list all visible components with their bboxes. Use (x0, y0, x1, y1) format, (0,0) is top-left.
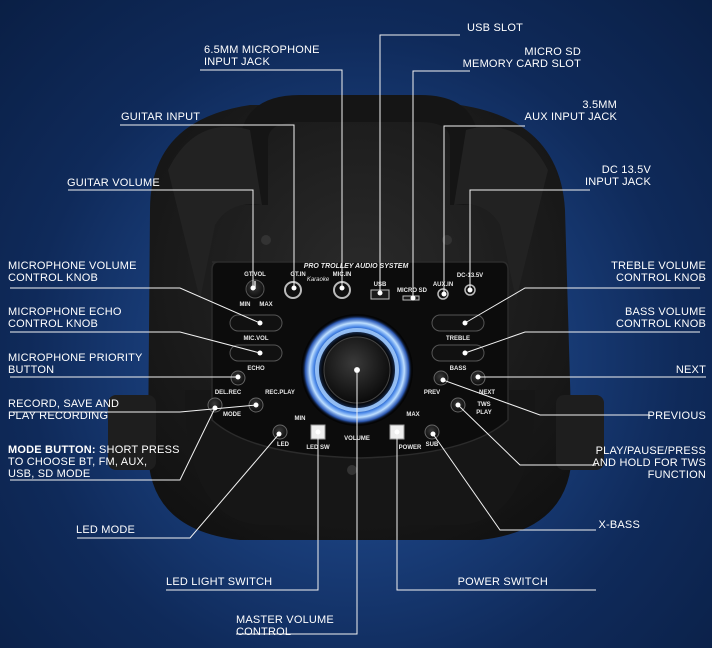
previous-button[interactable] (433, 370, 449, 386)
left-wheel-housing (108, 395, 156, 470)
mic-vol-label: MIC.VOL (244, 336, 269, 342)
prev-label: PREV (424, 390, 440, 396)
gt-in-label: GT.IN (290, 272, 305, 278)
screw (261, 235, 271, 245)
karaoke-label: Karaoke (307, 277, 330, 283)
tws-label: TWS (477, 402, 490, 408)
play-label: PLAY (476, 410, 491, 416)
power-label: POWER (399, 445, 422, 451)
gt-vol-label: GT.VOL (244, 272, 266, 278)
callout-guitar-volume: GUITAR VOLUME (67, 177, 160, 189)
led-label: LED (277, 442, 290, 448)
callout-usb-slot: USB SLOT (467, 22, 524, 34)
right-wheel-housing (556, 395, 604, 470)
treble-knob[interactable] (431, 314, 485, 332)
leader-dots (212, 285, 481, 437)
callout-led-mode: LED MODE (76, 524, 136, 536)
vol-min-label: MIN (295, 416, 306, 422)
gt-max-label: MAX (259, 302, 272, 308)
callout-guitar-input: GUITAR INPUT (121, 111, 201, 123)
callout-power-switch: POWER SWITCH (457, 576, 548, 588)
sub-label: SUB (426, 442, 439, 448)
treble-label: TREBLE (446, 336, 470, 342)
callout-led-light-switch: LED LIGHT SWITCH (166, 576, 273, 588)
mode-label: MODE (223, 412, 241, 418)
callout-next: NEXT (675, 364, 706, 376)
bass-label: BASS (450, 366, 467, 372)
mic-volume-knob[interactable] (229, 314, 283, 332)
leader-lines (10, 34, 706, 635)
rec-play-label: REC.PLAY (265, 390, 295, 396)
panel-title: PRO TROLLEY AUDIO SYSTEM (304, 263, 409, 270)
next-label: NEXT (479, 390, 495, 396)
vol-max-label: MAX (406, 412, 419, 418)
micro-sd-label: MICRO SD (397, 288, 428, 294)
gt-min-label: MIN (240, 302, 251, 308)
del-rec-label: DEL.REC (215, 390, 242, 396)
bass-knob[interactable] (431, 344, 485, 362)
screw (347, 465, 357, 475)
callout-x-bass: X-BASS (598, 519, 640, 531)
aux-in-label: AUX.IN (433, 282, 453, 288)
callout-mode-button: MODE BUTTON: SHORT PRESS TO CHOOSE BT, F… (8, 444, 180, 480)
echo-label: ECHO (247, 366, 265, 372)
callout-previous: PREVIOUS (647, 410, 706, 422)
